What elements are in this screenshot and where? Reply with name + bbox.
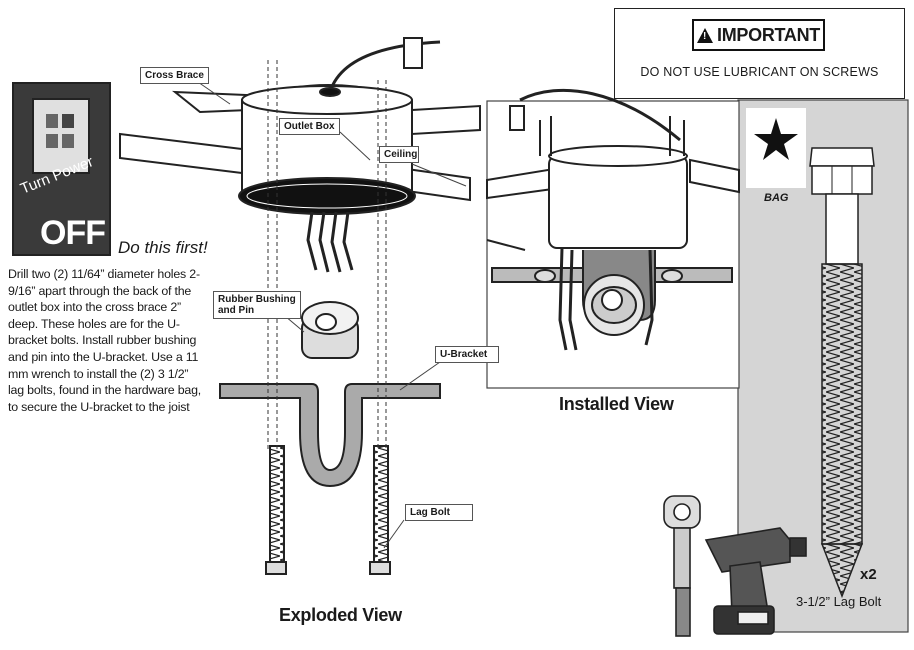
lag-bolt-large [809, 147, 875, 599]
installed-view-title: Installed View [559, 394, 674, 414]
star-icon [754, 118, 798, 160]
socket-wrench-icon [663, 495, 701, 637]
turn-power-off-panel: Turn Power OFF [12, 82, 111, 256]
off-text: OFF [40, 214, 106, 252]
instructions-text: Drill two (2) 11/64” diameter holes 2-9/… [8, 267, 202, 414]
important-badge: ! IMPORTANT [692, 19, 825, 51]
label-ceiling: Ceiling [379, 146, 419, 163]
bolt-quantity: x2 [860, 566, 877, 583]
installed-view-illustration [486, 88, 740, 351]
label-lag-bolt: Lag Bolt [405, 504, 473, 521]
label-pointers [194, 79, 467, 549]
guide-lines [267, 60, 387, 450]
exploded-view-title: Exploded View [279, 605, 402, 625]
power-drill-icon [704, 527, 807, 635]
wall-switch-icon [32, 98, 90, 174]
important-note: DO NOT USE LUBRICANT ON SCREWS [640, 65, 879, 79]
important-title: IMPORTANT [717, 24, 820, 45]
label-cross-brace: Cross Brace [140, 67, 209, 84]
label-u-bracket: U-Bracket [435, 346, 499, 363]
label-rubber-bushing-line1: Rubber Bushing [218, 294, 296, 305]
bag-label: BAG [764, 192, 789, 204]
label-rubber-bushing-line2: and Pin [218, 305, 255, 316]
exploded-view-illustration [119, 37, 481, 575]
important-notice: ! IMPORTANT DO NOT USE LUBRICANT ON SCRE… [614, 8, 905, 99]
label-rubber-bushing: Rubber Bushing and Pin [213, 291, 301, 319]
label-outlet-box: Outlet Box [279, 118, 340, 135]
lag-bolt-part-name: 3-1/2” Lag Bolt [796, 594, 882, 609]
do-this-first-note: Do this first! [118, 238, 208, 257]
warning-icon: ! [697, 27, 714, 43]
